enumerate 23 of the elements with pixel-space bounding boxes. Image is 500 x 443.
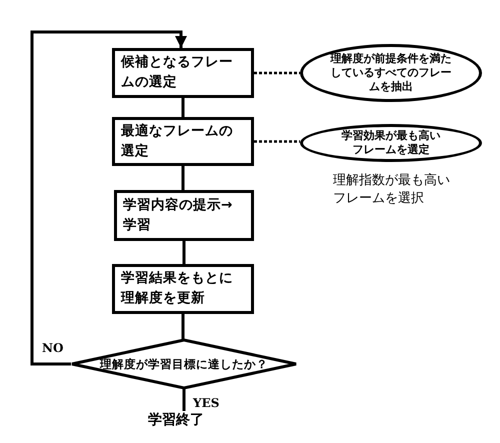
process-box <box>114 190 254 241</box>
process-box <box>112 48 254 98</box>
process-box <box>112 117 254 166</box>
connector <box>182 389 186 411</box>
node-text: 候補となるフレームの選定 <box>121 53 234 92</box>
connector <box>182 313 184 339</box>
edge-label: YES <box>193 396 220 410</box>
node-text: 最適なフレームの選定 <box>121 122 234 160</box>
node-text: 学習効果が最も高いフレームを選定 <box>340 128 442 158</box>
connector <box>182 97 184 118</box>
connector <box>30 30 187 366</box>
node-text: 理解度が前提条件を満たしているすべてのフレームを抽出 <box>329 52 452 94</box>
edge-label: NO <box>42 341 64 355</box>
process-box <box>112 264 254 314</box>
node-text: 学習結果をもとに理解度を更新 <box>121 269 234 308</box>
dashed-connector <box>254 140 300 143</box>
node-text: 学習終了 <box>148 411 204 429</box>
dashed-connector <box>254 72 300 74</box>
note-text: 理解指数が最も高いフレームを選択 <box>333 172 451 208</box>
node-text: 理解度が学習目標に達したか？ <box>100 356 268 372</box>
connector <box>182 240 186 265</box>
connector <box>182 165 184 191</box>
node-text: 学習内容の提示→学習 <box>123 196 234 234</box>
